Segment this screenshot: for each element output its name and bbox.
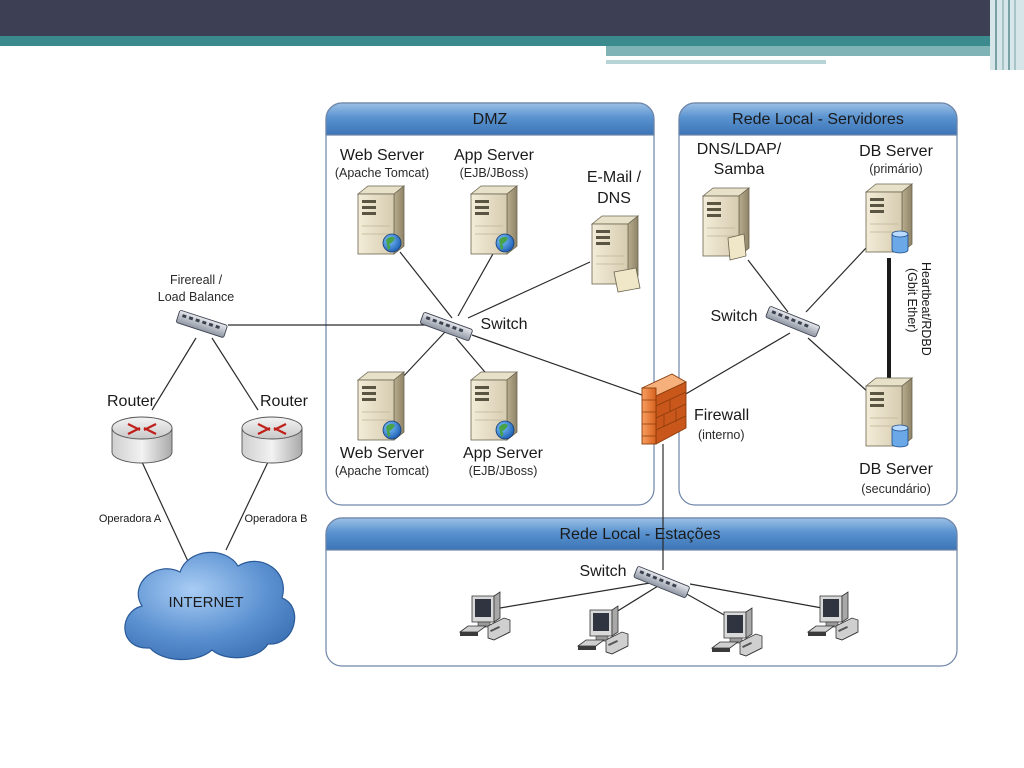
link-app1-switch bbox=[457, 251, 495, 317]
firewall-load-balancer: Firereall / Load Balance bbox=[158, 273, 235, 338]
link-ws2 bbox=[615, 585, 659, 613]
web-server-1-sub: (Apache Tomcat) bbox=[335, 166, 429, 180]
web-server-1-label: Web Server bbox=[340, 147, 425, 164]
document-icon bbox=[727, 233, 747, 261]
dmz-switch-label: Switch bbox=[480, 316, 527, 333]
slide-header bbox=[0, 0, 1024, 70]
link-ws4 bbox=[689, 583, 823, 609]
link-web1-switch bbox=[399, 251, 453, 319]
internal-firewall: Firewall (interno) bbox=[641, 373, 749, 445]
router-b: Router Operadora B bbox=[241, 393, 309, 525]
web-server-2-sub: (Apache Tomcat) bbox=[335, 464, 429, 478]
link-dbp-switch bbox=[805, 247, 867, 313]
stations-switch-label: Switch bbox=[579, 563, 626, 580]
network-switch-icon bbox=[176, 310, 228, 338]
dns-ldap-label-2: Samba bbox=[714, 161, 765, 178]
servers-switch-label: Switch bbox=[710, 308, 757, 325]
router-a-label: Router bbox=[107, 393, 156, 410]
router-icon bbox=[241, 416, 303, 464]
db-server-primary: DB Server (primário) bbox=[859, 143, 934, 254]
link-email-switch bbox=[467, 261, 591, 319]
dmz-switch: Switch bbox=[420, 312, 528, 341]
link-switch-dbs bbox=[807, 337, 869, 393]
web-server-2: Web Server (Apache Tomcat) bbox=[335, 371, 429, 478]
db-primary-label: DB Server bbox=[859, 143, 933, 160]
globe-icon bbox=[495, 233, 515, 253]
app-server-1-label: App Server bbox=[454, 147, 535, 164]
heartbeat-label-2: (Gbit Ether) bbox=[905, 268, 919, 333]
heartbeat-label-1: Heartbeat/RDBD bbox=[919, 262, 933, 356]
globe-icon bbox=[382, 233, 402, 253]
link-firewall-srv-switch bbox=[683, 332, 791, 396]
zone-estacoes: Rede Local - Estações bbox=[325, 517, 958, 667]
zone-dmz-title: DMZ bbox=[473, 111, 508, 128]
globe-icon bbox=[495, 420, 515, 440]
firewall-brick-icon bbox=[641, 373, 687, 445]
firewall-lb-label-1: Firereall / bbox=[170, 273, 223, 287]
db-secondary-label: DB Server bbox=[859, 461, 933, 478]
internet-cloud: INTERNET bbox=[124, 551, 296, 661]
db-server-secondary: DB Server (secundário) bbox=[859, 377, 934, 496]
db-primary-sub: (primário) bbox=[869, 162, 922, 176]
app-server-1: App Server (EJB/JBoss) bbox=[454, 147, 535, 255]
router-b-label: Router bbox=[260, 393, 309, 410]
email-dns-label-1: E-Mail / bbox=[587, 169, 642, 186]
web-server-2-label: Web Server bbox=[340, 445, 425, 462]
link-ws1 bbox=[499, 581, 657, 609]
app-server-2-label: App Server bbox=[463, 445, 544, 462]
link-router-a-internet bbox=[141, 461, 193, 571]
link-lb-router-b bbox=[211, 337, 259, 411]
link-switch-app2 bbox=[455, 337, 491, 379]
servers-switch: Switch bbox=[710, 306, 820, 338]
zone-dmz: DMZ bbox=[325, 102, 655, 506]
heartbeat-label: Heartbeat/RDBD (Gbit Ether) bbox=[905, 262, 933, 356]
firewall-lb-label-2: Load Balance bbox=[158, 290, 235, 304]
network-switch-icon bbox=[420, 312, 473, 341]
zone-estacoes-title: Rede Local - Estações bbox=[560, 526, 721, 543]
link-switch-web2 bbox=[399, 331, 446, 381]
database-icon bbox=[891, 424, 909, 448]
header-bar bbox=[0, 0, 1024, 36]
internet-label: INTERNET bbox=[169, 594, 244, 611]
header-accent-right bbox=[606, 46, 1024, 56]
link-router-b-internet bbox=[225, 461, 269, 551]
database-icon bbox=[891, 230, 909, 254]
app-server-1-sub: (EJB/JBoss) bbox=[460, 166, 529, 180]
app-server-2-sub: (EJB/JBoss) bbox=[469, 464, 538, 478]
db-secondary-sub: (secundário) bbox=[861, 482, 930, 496]
dns-ldap-label-1: DNS/LDAP/ bbox=[697, 141, 782, 158]
stations-switch: Switch bbox=[579, 563, 690, 598]
globe-icon bbox=[382, 420, 402, 440]
firewall-sub: (interno) bbox=[698, 428, 745, 442]
operadora-b-label: Operadora B bbox=[245, 513, 308, 525]
operadora-a-label: Operadora A bbox=[99, 513, 162, 525]
router-a: Router Operadora A bbox=[99, 393, 173, 525]
header-accent-thin bbox=[606, 60, 826, 64]
firewall-label: Firewall bbox=[694, 407, 749, 424]
header-accent bbox=[0, 36, 1024, 46]
link-dns-switch bbox=[747, 259, 789, 313]
web-server-1: Web Server (Apache Tomcat) bbox=[335, 147, 429, 255]
link-switch-firewall bbox=[471, 334, 643, 396]
network-switch-icon bbox=[633, 566, 690, 598]
cloud-icon bbox=[124, 551, 296, 661]
email-dns-server: E-Mail / DNS bbox=[587, 169, 642, 293]
mail-envelope-icon bbox=[613, 267, 641, 293]
router-icon bbox=[111, 416, 173, 464]
dns-ldap-samba-server: DNS/LDAP/ Samba bbox=[697, 141, 782, 261]
app-server-2: App Server (EJB/JBoss) bbox=[463, 371, 544, 478]
connections bbox=[141, 247, 891, 617]
email-dns-label-2: DNS bbox=[597, 190, 631, 207]
link-lb-router-a bbox=[151, 337, 197, 411]
zone-servidores-title: Rede Local - Servidores bbox=[732, 111, 904, 128]
network-switch-icon bbox=[765, 306, 820, 338]
